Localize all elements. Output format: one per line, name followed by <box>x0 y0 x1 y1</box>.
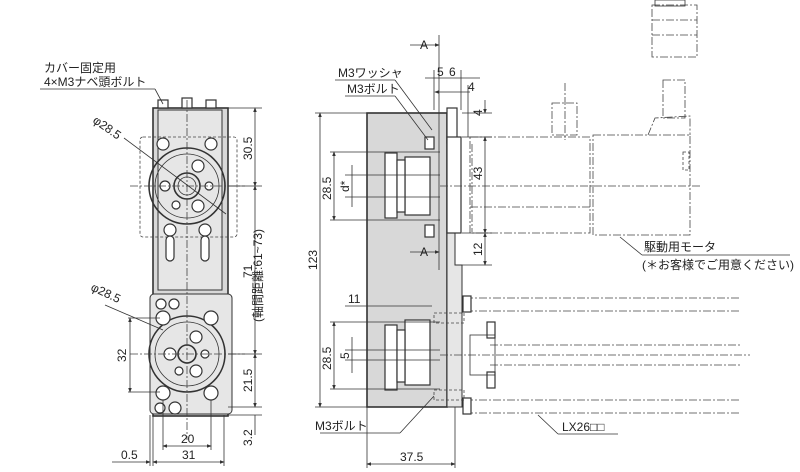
dim-30-5: 30.5 <box>241 136 255 160</box>
cover-note-line1: カバー固定用 <box>44 60 116 75</box>
dim-21-5: 21.5 <box>241 368 255 392</box>
dim-0-5: 0.5 <box>121 448 138 462</box>
dim-20: 20 <box>181 432 195 446</box>
dim-43: 43 <box>471 166 485 180</box>
left-view <box>40 88 262 466</box>
m3-bolt-bottom-label: M3ボルト <box>315 419 368 433</box>
dia-top-label: φ28.5 <box>90 113 124 143</box>
dim-12: 12 <box>471 242 485 256</box>
dim-71: 71 <box>241 264 255 278</box>
section-a-top: A <box>420 38 428 52</box>
top-pulley-side <box>384 152 431 219</box>
rail-lines <box>433 295 750 415</box>
dia-bottom-label: φ28.5 <box>89 280 123 306</box>
m3-washer-label: M3ワッシャ <box>338 66 403 80</box>
m3-bolt-top-label: M3ボルト <box>347 82 400 96</box>
cover-note-line2: 4×M3ナベ頭ボルト <box>44 75 146 89</box>
dim-32: 32 <box>115 348 129 362</box>
dim-d: d* <box>338 180 352 192</box>
right-view <box>315 0 790 468</box>
motor-note: (＊お客様でご用意ください) <box>642 257 794 272</box>
dim-37-5: 37.5 <box>400 450 424 464</box>
dim-5: 5 <box>437 65 444 79</box>
motor-label: 駆動用モータ <box>644 240 716 254</box>
dim-4-top: 4 <box>468 80 475 94</box>
bottom-pulley-side <box>384 319 431 391</box>
axis-distance-label: (軸間距離:61~73) <box>251 229 265 322</box>
dim-3-2: 3.2 <box>241 429 255 446</box>
dim-123: 123 <box>306 250 320 270</box>
dim-28-5-bottom: 28.5 <box>320 346 334 370</box>
dim-11: 11 <box>348 292 361 306</box>
drive-motor <box>440 0 700 236</box>
motor-flange-outline <box>139 136 238 238</box>
rail-label: LX26□□ <box>562 420 605 434</box>
dim-4-side: 4 <box>471 109 485 116</box>
dim-6: 6 <box>449 65 456 79</box>
dim-5-bottom: 5 <box>338 352 352 359</box>
dim-31: 31 <box>182 448 196 462</box>
dim-28-5-top: 28.5 <box>320 176 334 200</box>
section-a-bottom: A <box>420 245 428 259</box>
